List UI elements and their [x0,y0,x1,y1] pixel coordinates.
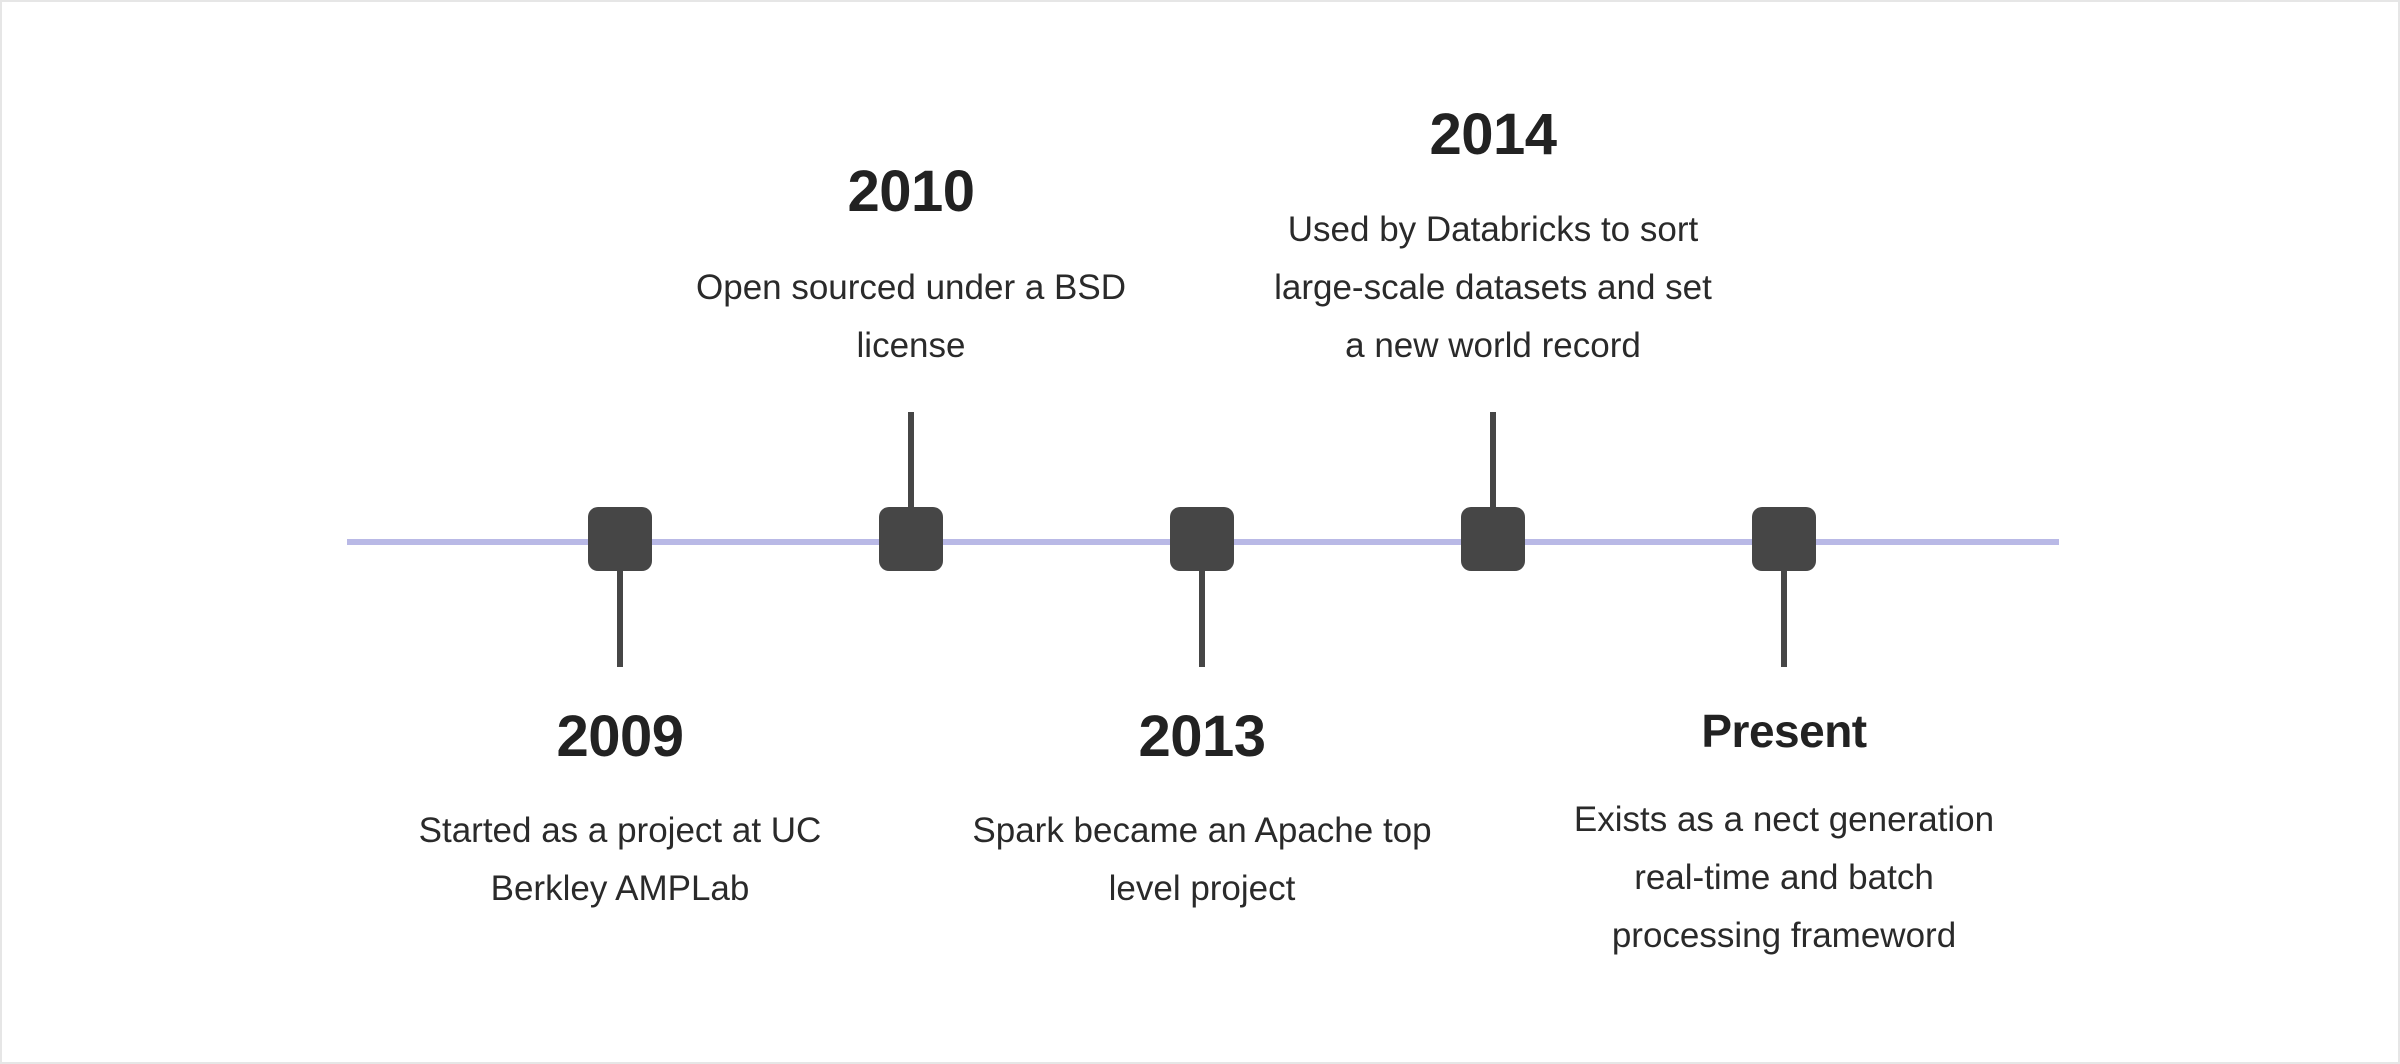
event-marker-present [1752,507,1816,571]
event-marker-2009 [588,507,652,571]
event-marker-2013 [1170,507,1234,571]
event-year: Present [1701,705,1867,757]
event-connector-2010 [908,412,914,512]
event-description: Exists as a nect generation real-time an… [1573,800,1995,955]
event-label-2013: 2013 Spark became an Apache top level pr… [952,702,1452,942]
event-description: Started as a project at UC Berkley AMPLa… [418,811,822,908]
event-label-present: Present Exists as a nect generation real… [1534,702,2034,982]
event-marker-2010 [879,507,943,571]
event-marker-2014 [1461,507,1525,571]
event-description: Spark became an Apache top level project [972,811,1432,908]
event-description: Used by Databricks to sort large-scale d… [1274,210,1712,365]
event-year: 2009 [556,704,684,769]
event-connector-2014 [1490,412,1496,512]
event-connector-present [1781,567,1787,667]
event-year: 2014 [1429,102,1557,167]
event-description: Open sourced under a BSD license [696,268,1126,365]
event-label-2010: 2010 Open sourced under a BSD license [661,157,1161,397]
event-connector-2013 [1199,567,1205,667]
event-connector-2009 [617,567,623,667]
event-label-2014: 2014 Used by Databricks to sort large-sc… [1243,102,1743,382]
event-year: 2013 [1138,704,1266,769]
event-year: 2010 [847,159,975,224]
event-label-2009: 2009 Started as a project at UC Berkley … [370,702,870,942]
